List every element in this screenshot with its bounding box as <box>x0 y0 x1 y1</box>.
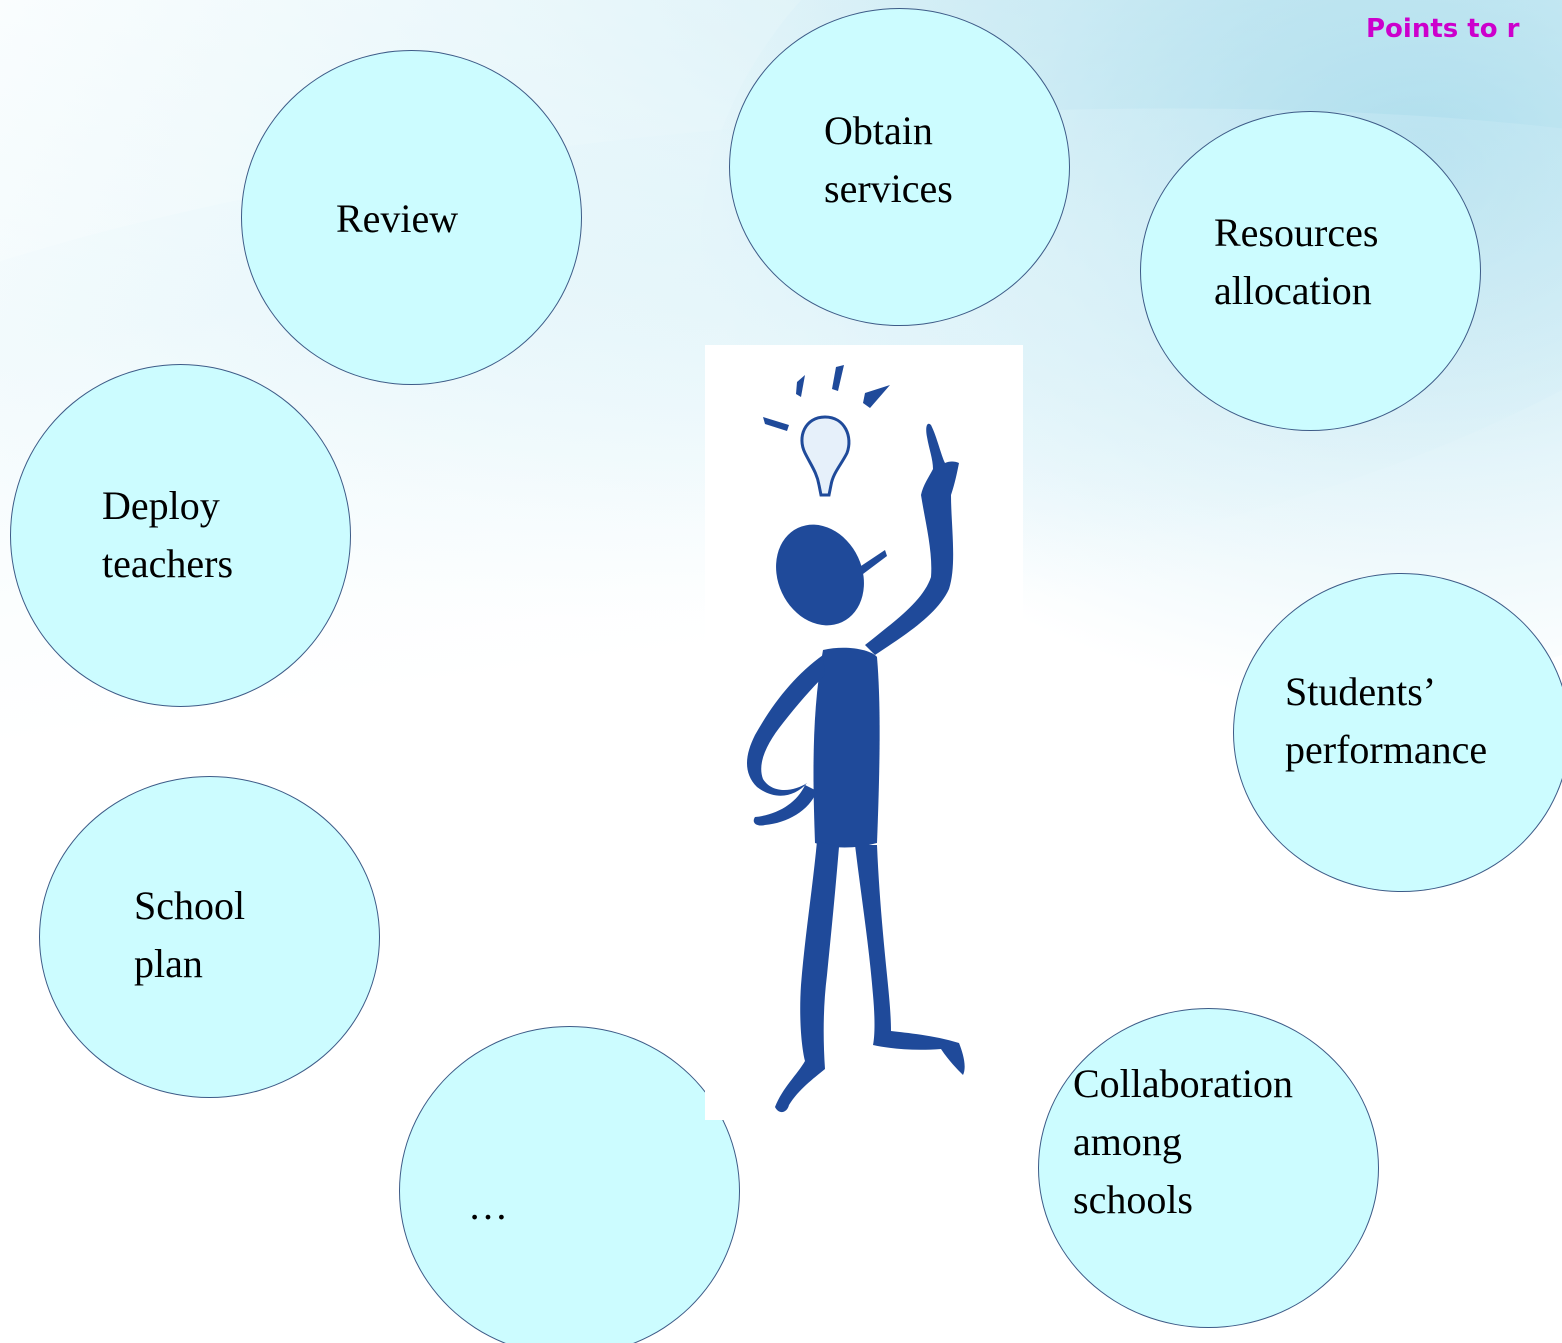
bubble-more-label: … <box>468 1183 508 1228</box>
bubble-deploy-teachers <box>10 364 351 707</box>
idea-ray-icon <box>763 417 789 431</box>
bubble-review <box>241 50 582 385</box>
thinking-person-with-lightbulb-icon <box>705 345 1023 1120</box>
figure-torso <box>813 647 880 848</box>
bubble-collaboration-among-schools <box>1038 1008 1379 1328</box>
figure-left-hand <box>753 785 817 826</box>
bubble-school-plan <box>39 776 380 1098</box>
bubble-students-performance <box>1233 573 1562 892</box>
figure-face-line <box>855 550 887 577</box>
bubble-collaboration-among-schools-label: Collaboration among schools <box>1073 1061 1293 1222</box>
figure-left-arm <box>747 655 825 796</box>
bubble-more <box>399 1026 740 1343</box>
figure-head <box>776 524 864 626</box>
bubble-resources-allocation <box>1140 111 1481 431</box>
idea-ray-icon <box>796 375 805 397</box>
bubble-school-plan-label: School plan <box>134 883 246 986</box>
bubble-deploy-teachers-label: Deploy teachers <box>102 483 234 586</box>
figure-drawing <box>747 365 965 1113</box>
lightbulb-icon <box>800 415 851 497</box>
bubble-students-performance-label: Students’ performance <box>1285 669 1488 772</box>
bubble-review-label: Review <box>336 196 459 241</box>
bubble-resources-allocation-label: Resources allocation <box>1214 210 1379 313</box>
idea-ray-icon <box>863 385 890 408</box>
bubble-obtain-services <box>729 8 1070 326</box>
figure-left-leg <box>775 841 839 1113</box>
idea-ray-icon <box>832 365 844 391</box>
figure-raised-arm <box>865 423 959 655</box>
bubble-obtain-services-label: Obtain services <box>824 108 953 211</box>
figure-right-leg <box>855 845 965 1075</box>
slide-heading: Points to r <box>1366 14 1520 44</box>
